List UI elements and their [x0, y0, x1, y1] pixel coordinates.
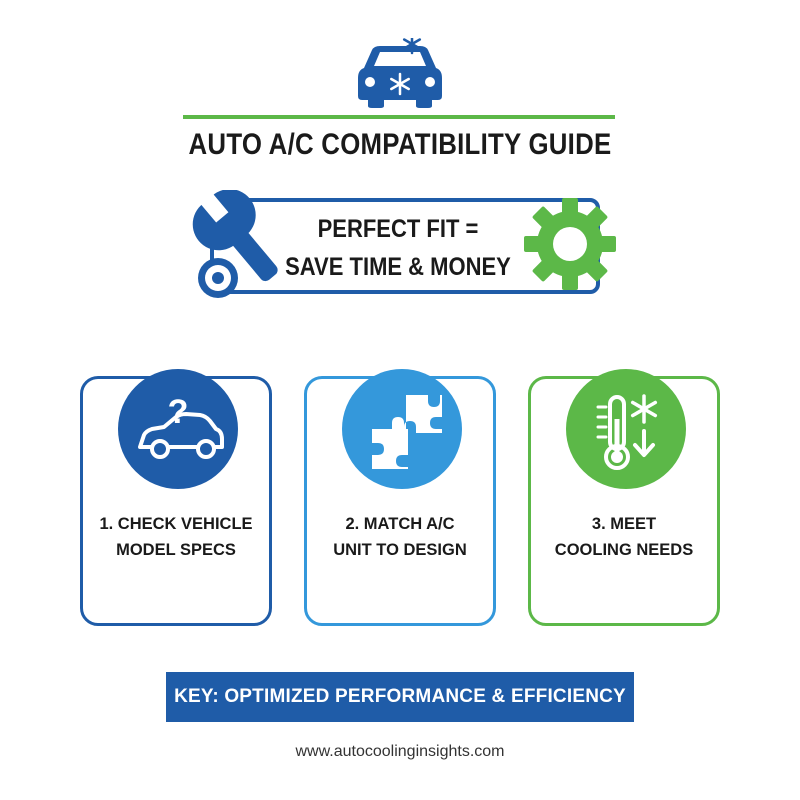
svg-text:?: ? — [168, 393, 189, 431]
header-divider — [183, 115, 615, 119]
page-title: AUTO A/C COMPATIBILITY GUIDE — [188, 128, 612, 161]
step-card-3: 3. MEET COOLING NEEDS — [528, 369, 720, 626]
car-snowflake-icon — [358, 38, 442, 108]
gear-icon — [524, 198, 616, 290]
banner-line-1: PERFECT FIT = — [317, 215, 479, 243]
step-card-1: ? 1. CHECK VEHICLE MODEL SPECS — [80, 369, 272, 626]
car-question-icon: ? — [138, 393, 224, 459]
thermometer-snowflake-icon — [596, 394, 658, 470]
step-2-label: 2. MATCH A/C UNIT TO DESIGN — [333, 515, 467, 559]
banner-text: PERFECT FIT = SAVE TIME & MONEY — [277, 210, 520, 286]
step-2-icon-circle — [342, 369, 462, 489]
step-1-icon-circle: ? — [118, 369, 238, 489]
key-banner: KEY: OPTIMIZED PERFORMANCE & EFFICIENCY — [166, 672, 634, 722]
puzzle-icon — [372, 395, 442, 469]
perfect-fit-banner: PERFECT FIT = SAVE TIME & MONEY — [188, 190, 620, 306]
wrench-icon — [192, 190, 278, 298]
step-1-label: 1. CHECK VEHICLE MODEL SPECS — [99, 515, 253, 559]
banner-line-2: SAVE TIME & MONEY — [285, 253, 511, 281]
step-3-icon-circle — [566, 369, 686, 489]
step-3-label: 3. MEET COOLING NEEDS — [554, 515, 694, 559]
step-card-2: 2. MATCH A/C UNIT TO DESIGN — [304, 369, 496, 626]
website-link[interactable]: www.autocoolinginsights.com — [295, 743, 505, 760]
